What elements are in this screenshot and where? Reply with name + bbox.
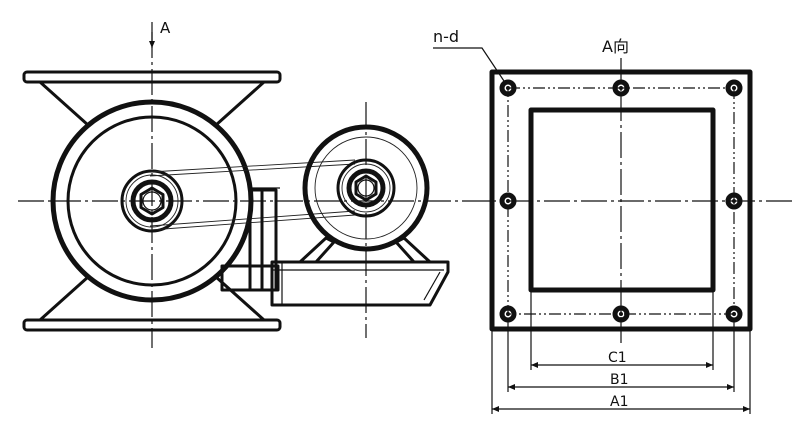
bolt-hole — [725, 305, 743, 323]
motor-base — [270, 260, 450, 307]
motor-pulley — [336, 158, 396, 218]
flange-opening — [528, 107, 716, 293]
motor — [302, 124, 430, 252]
view-title: A向 — [602, 37, 629, 56]
holes-callout: n-d — [433, 27, 507, 85]
bolt-hole — [499, 192, 517, 210]
motor-housing — [302, 124, 430, 252]
dimension-b1: B1 — [508, 372, 734, 390]
dimension-a1: A1 — [492, 394, 750, 412]
dimension-c1-label: C1 — [608, 350, 627, 366]
bolt-hole — [612, 305, 630, 323]
section-arrow-label: A — [160, 19, 171, 37]
front-view: A — [18, 19, 470, 348]
dimension-a1-label: A1 — [610, 394, 628, 410]
bottom-flange — [22, 318, 282, 332]
bolt-hole — [725, 192, 743, 210]
top-flange — [22, 70, 282, 84]
holes-label: n-d — [433, 27, 459, 46]
bottom-throat — [38, 275, 266, 322]
dimension-b1-label: B1 — [610, 372, 629, 388]
valve-body-inner — [66, 115, 238, 287]
rotor-shaft-hub — [120, 169, 184, 233]
drive-belt — [149, 159, 356, 231]
motor-hex-nut — [354, 174, 378, 202]
dimension-extension-lines — [491, 290, 751, 414]
top-throat — [38, 80, 266, 127]
bolt-hole — [725, 79, 743, 97]
bolt-hole — [499, 305, 517, 323]
bolt-hole — [612, 79, 630, 97]
motor-bracket — [220, 187, 280, 292]
section-arrow: A — [149, 19, 171, 48]
dimension-c1: C1 — [531, 350, 713, 368]
flange-view: A向 n-d — [433, 27, 795, 414]
shaft-hex-nut — [139, 186, 165, 216]
bolt-hole — [499, 79, 517, 97]
